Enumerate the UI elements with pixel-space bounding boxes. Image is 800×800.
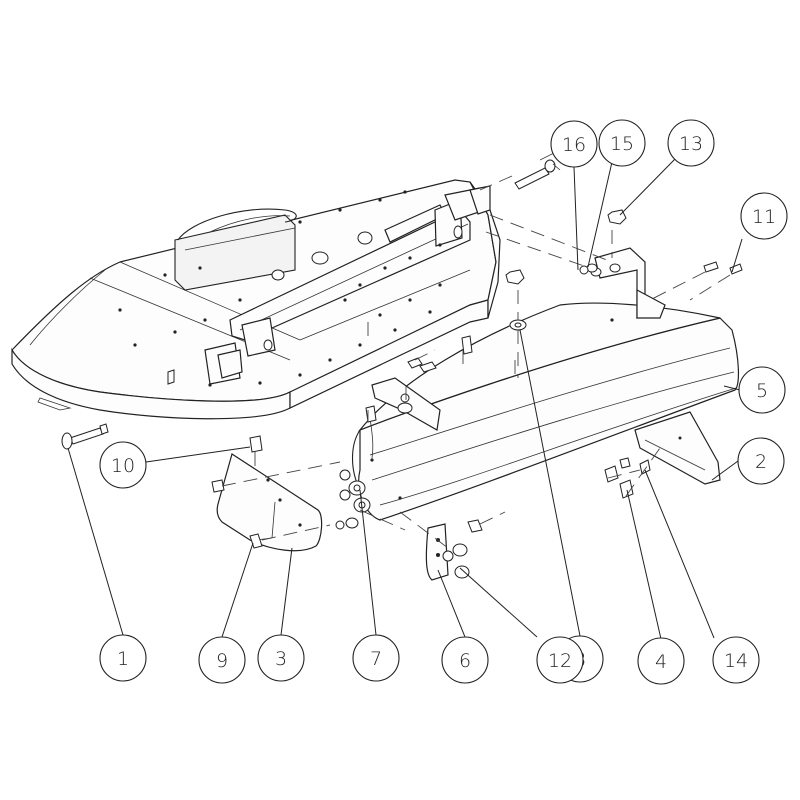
callout-13-label: 13 [679, 133, 703, 155]
baffle-plate [634, 411, 721, 485]
callout-3-label: 3 [275, 648, 287, 670]
side-plate [216, 453, 323, 552]
callout-4: 4 [637, 637, 685, 685]
callout-14-label: 14 [724, 650, 748, 672]
callout-7: 7 [352, 634, 400, 682]
callout-12: 12 [536, 636, 584, 684]
callout-5-label: 5 [756, 380, 768, 402]
callout-1-label: 1 [117, 648, 129, 670]
callout-10-label: 10 [111, 455, 135, 477]
hinge-pin [61, 423, 109, 450]
callout-15-label: 15 [610, 133, 634, 155]
callout-9-label: 9 [216, 650, 228, 672]
callout-12-label: 12 [548, 650, 572, 672]
callout-4-label: 4 [655, 651, 667, 673]
leader-lines [67, 157, 743, 640]
callout-10: 10 [99, 441, 147, 489]
callout-16: 16 [550, 120, 598, 168]
discharge-chute [352, 302, 739, 521]
callout-3: 3 [257, 634, 305, 682]
callout-2-label: 2 [755, 451, 767, 473]
callout-6: 6 [441, 636, 489, 684]
callout-6-label: 6 [459, 650, 471, 672]
callout-2: 2 [737, 437, 785, 485]
callout-15: 15 [598, 119, 646, 167]
callout-13: 13 [667, 119, 715, 167]
alignment-lines [221, 149, 731, 549]
callout-16-label: 16 [562, 134, 586, 156]
callout-9: 9 [198, 636, 246, 684]
callout-14: 14 [712, 636, 760, 684]
mower-deck [11, 179, 501, 420]
callout-11-label: 11 [752, 206, 776, 228]
mount-plate [425, 523, 449, 581]
callout-11: 11 [740, 192, 788, 240]
callout-5: 5 [738, 366, 786, 414]
chute-mount-bracket [371, 377, 441, 431]
callout-7-label: 7 [370, 648, 382, 670]
callout-1: 1 [99, 634, 147, 682]
upper-pin [514, 159, 561, 190]
